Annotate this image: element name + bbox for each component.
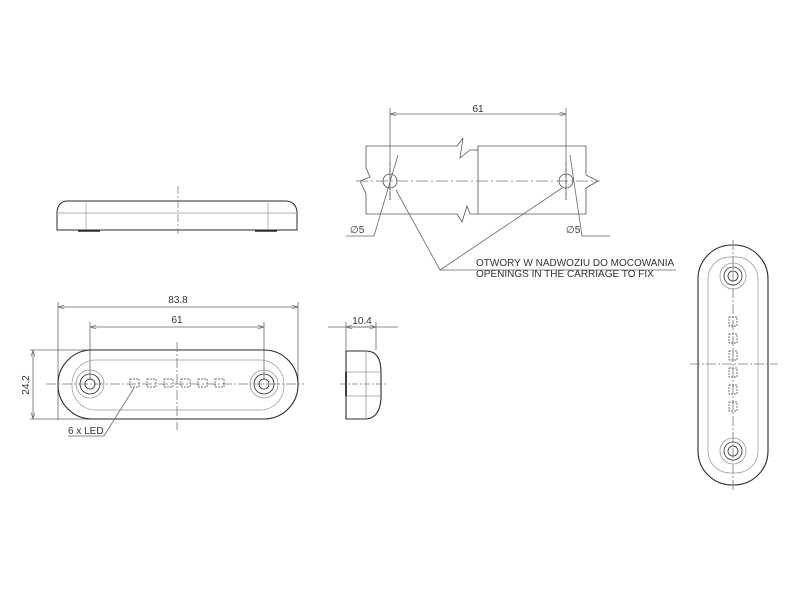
led-label: 6 x LED [68, 426, 104, 437]
dim-height: 24.2 [21, 375, 32, 395]
front-view [30, 302, 304, 437]
dim-overall-length: 83.8 [168, 295, 188, 306]
led-array-vertical [728, 316, 738, 412]
note-english: OPENINGS IN THE CARRIAGE TO FIX [476, 269, 654, 280]
note-polish: OTWORY W NADWOZIU DO MOCOWANIA [476, 258, 674, 269]
hole-diameter-left: ∅5 [350, 225, 365, 236]
vertical-view [690, 240, 778, 492]
side-view [328, 322, 398, 420]
hole-diameter-right: ∅5 [566, 225, 581, 236]
dim-hole-spacing: 61 [171, 315, 183, 326]
led-array [129, 378, 225, 388]
dim-depth: 10.4 [352, 316, 372, 327]
dim-hole-spacing-top: 61 [472, 104, 484, 115]
mounting-holes-detail [346, 108, 676, 271]
profile-view [56, 186, 298, 234]
